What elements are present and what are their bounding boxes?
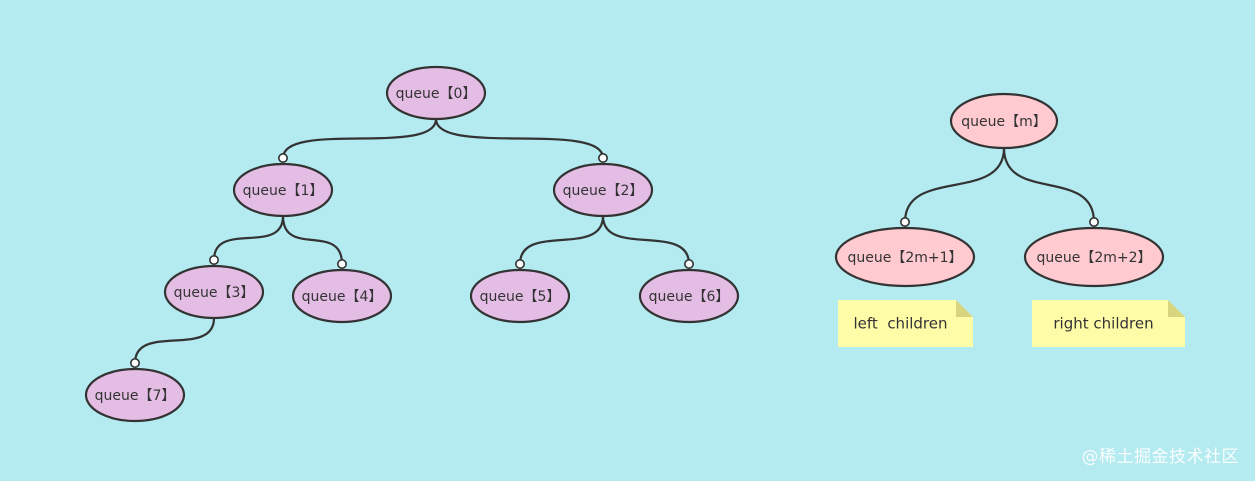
note-right-fold	[1168, 300, 1185, 317]
node-ql[interactable]: queue【2m+1】	[834, 226, 976, 288]
nodes-layer: queue【0】 queue【1】 queue【2】 queue【3】 queue【4】…	[84, 65, 1165, 423]
node-q2[interactable]: queue【2】	[552, 162, 654, 218]
node-q5-shape	[469, 268, 571, 324]
node-q1[interactable]: queue【1】	[232, 162, 334, 218]
edge-qm-ql	[903, 147, 1006, 223]
edge-qm-qr	[1002, 147, 1096, 223]
node-q3[interactable]: queue【3】	[163, 264, 265, 320]
edge-end-qr	[1089, 217, 1100, 228]
node-ql-label: queue【2m+1】	[847, 250, 962, 266]
edge-q2-q6	[601, 215, 691, 265]
node-qm-label: queue【m】	[961, 114, 1047, 130]
watermark-text: @稀土掘金技术社区	[1081, 447, 1239, 467]
note-right-label: right children	[1053, 315, 1153, 333]
note-left-fold	[956, 300, 973, 317]
node-q3-shape	[163, 264, 265, 320]
node-q2-label: queue【2】	[563, 183, 644, 199]
edge-end-q5	[514, 258, 525, 269]
notes-layer: left children right children	[838, 300, 1185, 347]
node-q4-label: queue【4】	[302, 289, 383, 305]
edge-q0-q1	[281, 118, 438, 159]
node-q0[interactable]: queue【0】	[385, 65, 487, 121]
node-q7-label: queue【7】	[95, 388, 176, 404]
edges-layer	[130, 118, 1100, 368]
edge-end-q6	[683, 258, 694, 269]
edge-end-q2	[597, 153, 608, 164]
node-q4[interactable]: queue【4】	[291, 268, 393, 324]
note-right-body	[1032, 300, 1185, 347]
node-qm-shape	[949, 92, 1059, 150]
node-q0-label: queue【0】	[396, 86, 477, 102]
edge-q3-q7	[133, 317, 216, 364]
note-left-label: left children	[853, 315, 947, 333]
node-qr[interactable]: queue【2m+2】	[1023, 226, 1165, 288]
node-qr-shape	[1023, 226, 1165, 288]
node-q5-label: queue【5】	[480, 289, 561, 305]
node-q2-shape	[552, 162, 654, 218]
edge-end-q1	[277, 153, 288, 164]
note-left-body	[838, 300, 973, 347]
node-q6-label: queue【6】	[649, 289, 730, 305]
node-q1-label: queue【1】	[243, 183, 324, 199]
note-right: right children	[1032, 300, 1185, 347]
node-q1-shape	[232, 162, 334, 218]
node-q0-shape	[385, 65, 487, 121]
node-q6[interactable]: queue【6】	[638, 268, 740, 324]
node-q4-shape	[291, 268, 393, 324]
note-left: left children	[838, 300, 973, 347]
node-qm[interactable]: queue【m】	[949, 92, 1059, 150]
edge-q2-q5	[518, 215, 605, 265]
node-qr-label: queue【2m+2】	[1036, 250, 1151, 266]
edge-end-q7	[130, 357, 141, 368]
edge-end-q3	[209, 255, 220, 266]
edge-q0-q2	[434, 118, 605, 159]
node-ql-shape	[834, 226, 976, 288]
edge-q1-q3	[212, 215, 285, 261]
edge-q1-q4	[281, 215, 344, 265]
node-q5[interactable]: queue【5】	[469, 268, 571, 324]
edge-end-q4	[336, 258, 347, 269]
node-q7-shape	[84, 367, 186, 423]
node-q6-shape	[638, 268, 740, 324]
node-q3-label: queue【3】	[174, 285, 255, 301]
edge-end-ql	[899, 217, 910, 228]
node-q7[interactable]: queue【7】	[84, 367, 186, 423]
